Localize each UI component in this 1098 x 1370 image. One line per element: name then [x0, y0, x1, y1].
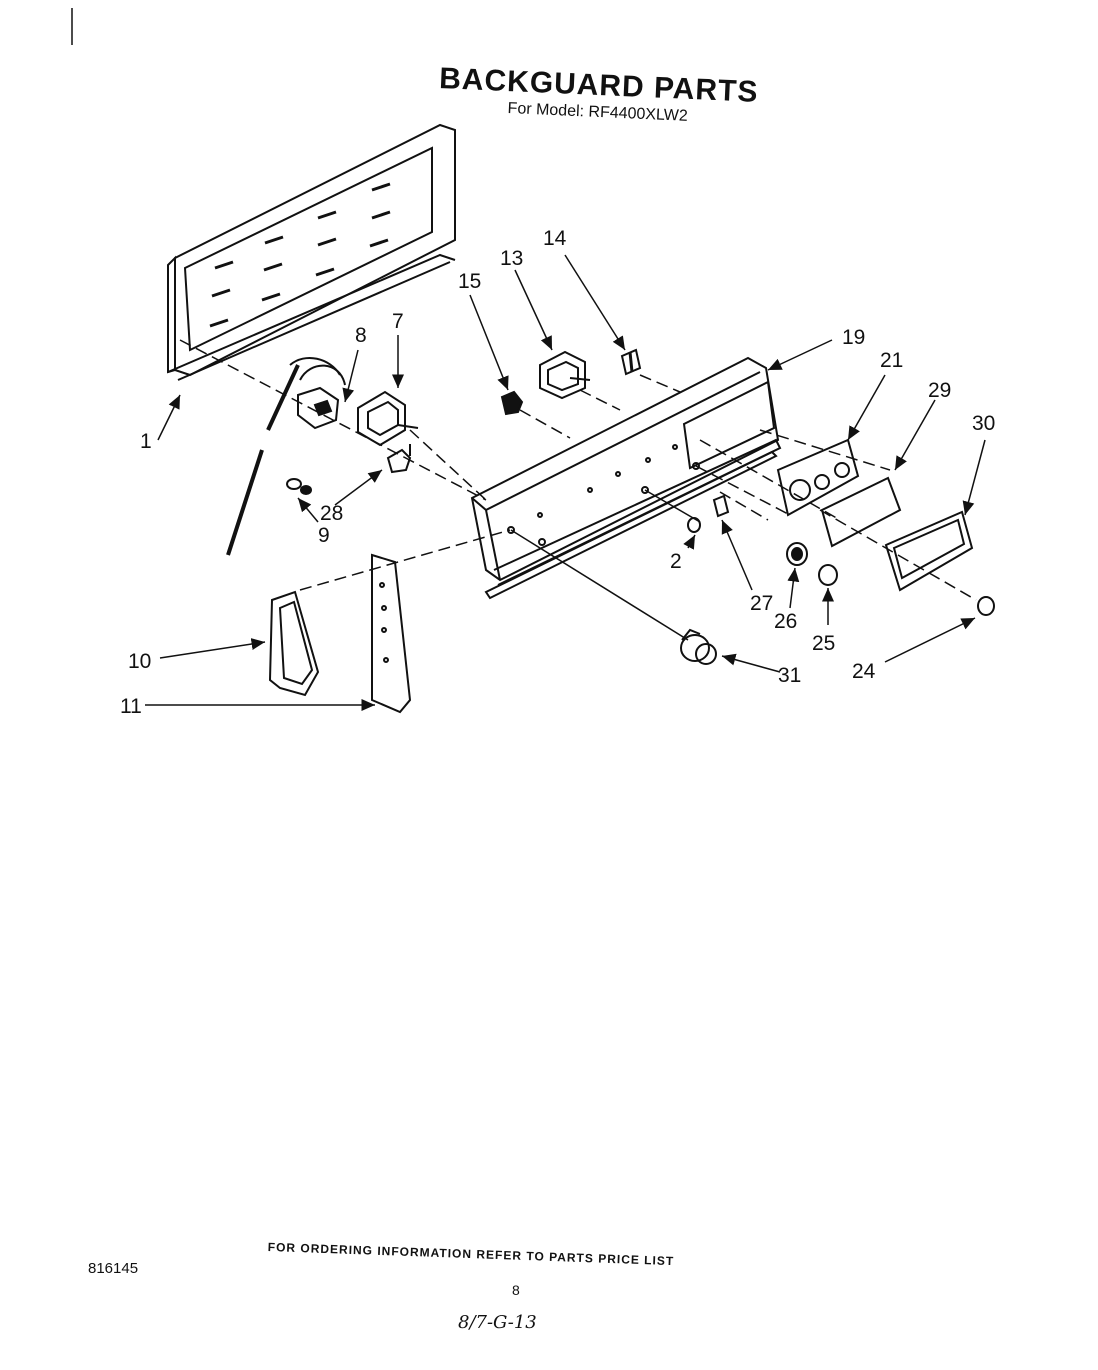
callout-11: 11	[120, 695, 142, 718]
page-number: 8	[512, 1282, 520, 1298]
callout-29: 29	[928, 379, 951, 402]
callout-30: 30	[972, 412, 995, 435]
part-29-lens	[820, 476, 902, 548]
callout-21: 21	[880, 349, 903, 372]
part-10-end-cap	[268, 590, 320, 697]
part-15-clip	[500, 390, 524, 416]
part-13-switch	[539, 350, 591, 400]
part-27-clip	[712, 494, 730, 518]
handwritten-code: 8/7-G-13	[458, 1312, 537, 1333]
part-11-bracket	[371, 553, 412, 714]
callout-14: 14	[543, 227, 567, 250]
callout-8: 8	[355, 324, 367, 347]
callout-7: 7	[392, 310, 404, 333]
part-19-control-panel	[470, 356, 782, 600]
callout-26: 26	[774, 610, 797, 633]
solid-leader-lines	[510, 489, 701, 641]
part-7-switch	[357, 390, 419, 447]
callout-27: 27	[750, 592, 773, 615]
part-9-grommet	[286, 478, 312, 495]
callout-31: 31	[778, 664, 801, 687]
callout-19: 19	[842, 326, 865, 349]
part-24-knob	[977, 596, 995, 616]
part-28-bracket	[386, 444, 412, 474]
callout-10: 10	[128, 650, 151, 673]
callout-28: 28	[320, 502, 343, 525]
callout-arrows	[145, 254, 986, 711]
callout-15: 15	[458, 270, 481, 293]
part-8-switch	[289, 357, 346, 430]
part-30-trim	[884, 510, 974, 592]
callout-13: 13	[500, 247, 523, 270]
callout-24: 24	[852, 660, 876, 683]
callout-2: 2	[670, 550, 682, 573]
part-26-bezel	[786, 542, 808, 566]
document-number: 816145	[88, 1260, 139, 1277]
callout-9: 9	[318, 524, 330, 547]
part-31-infinite-switch-knob	[680, 628, 717, 665]
callout-25: 25	[812, 632, 835, 655]
part-9-rod	[226, 364, 300, 556]
part-1-backguard-panel	[167, 123, 456, 381]
callout-1: 1	[140, 430, 152, 453]
part-25-knob	[818, 564, 838, 586]
part-14-connector	[620, 348, 642, 376]
part-21-clock-housing	[776, 438, 860, 517]
alignment-lines	[179, 339, 977, 601]
